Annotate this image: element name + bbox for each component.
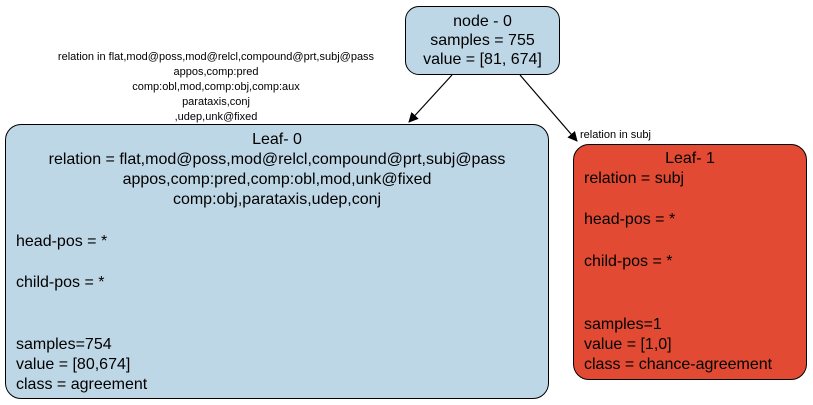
edge-left-label-line: comp:obl,mod,comp:obj,comp:aux: [132, 81, 300, 93]
leaf-1-node: Leaf- 1 relation = subj head-pos = * chi…: [573, 144, 807, 380]
root-samples: samples = 755: [430, 32, 535, 49]
leaf-0-title: Leaf- 0: [252, 131, 302, 148]
edge-right-label: relation in subj: [580, 129, 651, 141]
edge-left-label-line: relation in flat,mod@poss,mod@relcl,comp…: [57, 51, 375, 63]
leaf-0-child-pos: child-pos = *: [16, 274, 105, 291]
leaf-0-samples: samples=754: [16, 336, 112, 353]
leaf-1-title: Leaf- 1: [665, 150, 715, 167]
leaf-1-head-pos: head-pos = *: [584, 211, 676, 228]
root-title: node - 0: [453, 13, 512, 30]
edge-left-label-line: ,udep,unk@fixed: [174, 111, 258, 123]
edge-root-to-leaf0: [408, 74, 453, 123]
leaf-1-class: class = chance-agreement: [584, 356, 773, 373]
edge-root-to-leaf1: [519, 74, 578, 142]
leaf-1-relation: relation = subj: [584, 170, 685, 187]
leaf-0-value: value = [80,674]: [16, 356, 131, 373]
leaf-0-class: class = agreement: [16, 376, 148, 393]
edge-left-label-line: parataxis,conj: [182, 96, 250, 108]
leaf-1-samples: samples=1: [584, 316, 662, 333]
root-node: node - 0 samples = 755 value = [81, 674]: [405, 6, 560, 75]
root-value: value = [81, 674]: [423, 51, 542, 68]
leaf-0-node: Leaf- 0 relation = flat,mod@poss,mod@rel…: [5, 124, 549, 399]
edge-left-label: relation in flat,mod@poss,mod@relcl,comp…: [24, 50, 408, 125]
leaf-0-relation-line: relation = flat,mod@poss,mod@relcl,compo…: [48, 151, 506, 168]
leaf-0-relation-line: appos,comp:pred,comp:obl,mod,unk@fixed: [122, 171, 432, 188]
leaf-0-relation-line: comp:obj,parataxis,udep,conj: [172, 191, 382, 208]
leaf-1-value: value = [1,0]: [584, 336, 672, 353]
leaf-0-head-pos: head-pos = *: [16, 233, 108, 250]
edge-left-label-line: appos,comp:pred: [173, 66, 259, 78]
leaf-1-child-pos: child-pos = *: [584, 253, 673, 270]
